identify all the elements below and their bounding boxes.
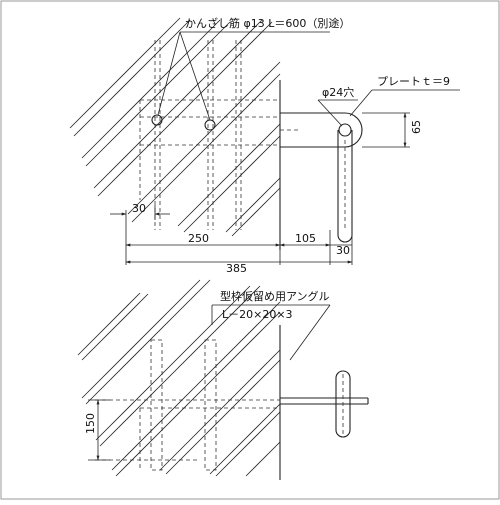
top-dashed-box <box>139 99 280 200</box>
angle-label: 型枠仮留め用アングル <box>220 289 330 303</box>
vertical-rebar <box>337 130 353 243</box>
dim-150: 150 <box>84 399 110 461</box>
plate-leader <box>349 89 373 117</box>
top-hatch-lines <box>69 17 281 237</box>
angle-spec: L－20×20×3 <box>222 308 293 321</box>
dim-385: 385 <box>226 262 247 275</box>
hole-leader <box>317 99 343 127</box>
dim-150-label: 150 <box>84 413 97 434</box>
dim-250: 250 <box>188 232 209 245</box>
bottom-vertical-rebar <box>335 370 351 438</box>
angle-bar <box>280 397 369 405</box>
bottom-drawing: 型枠仮留め用アングル L－20×20×3 <box>77 279 369 480</box>
hole-label: φ24穴 <box>322 85 354 99</box>
dim-65: 65 <box>362 112 423 148</box>
top-drawing: かんざし筋 φ13 L＝600（別途） φ24穴 プレートｔ＝9 65 <box>69 16 460 275</box>
bottom-dashed-horizontals <box>95 399 280 470</box>
plate-hole-icon <box>338 123 352 137</box>
bottom-dashed-bars <box>150 339 217 471</box>
dim-30-left: 30 <box>132 202 146 215</box>
angle-leader <box>289 304 331 361</box>
top-dims: 30 250 105 30 385 <box>110 202 353 275</box>
dim-30-right: 30 <box>336 244 350 257</box>
bottom-hatch-lines <box>77 279 281 477</box>
rebar-leader <box>157 31 330 121</box>
top-dashed-rebar <box>154 40 242 230</box>
dim-105: 105 <box>295 232 316 245</box>
plate-label: プレートｔ＝9 <box>377 75 450 88</box>
plate-outline <box>280 112 363 148</box>
rebar-label: かんざし筋 φ13 L＝600（別途） <box>185 16 350 30</box>
dim-65-label: 65 <box>410 120 423 134</box>
